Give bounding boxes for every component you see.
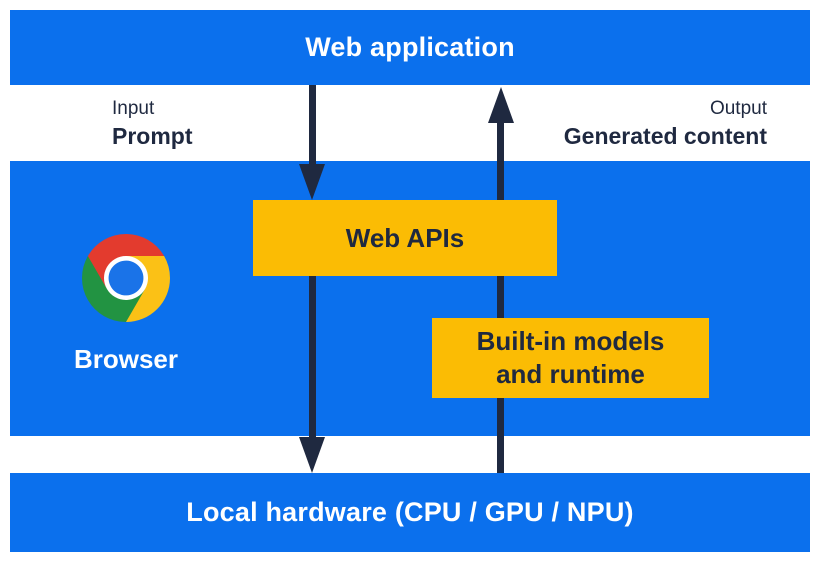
arrow-down-upper-line xyxy=(309,85,316,167)
local-hardware-title: Local hardware (CPU / GPU / NPU) xyxy=(186,497,634,527)
web-application-band: Web application xyxy=(10,10,810,85)
builtin-models-box: Built-in models and runtime xyxy=(432,318,709,398)
input-label: Prompt xyxy=(112,123,193,149)
builtin-models-label-line1: Built-in models xyxy=(476,326,665,356)
web-apis-box: Web APIs xyxy=(253,200,557,276)
input-caption: Input xyxy=(112,98,155,119)
chrome-icon-red-segment xyxy=(87,234,165,290)
arrow-down-lower-head xyxy=(299,437,325,473)
chrome-icon-blue-center xyxy=(108,260,144,296)
chrome-icon-yellow-segment xyxy=(125,254,170,322)
web-apis-label: Web APIs xyxy=(345,222,465,253)
arrow-up-line xyxy=(497,118,504,473)
local-hardware-band: Local hardware (CPU / GPU / NPU) xyxy=(10,473,810,552)
builtin-models-label-line2: and runtime xyxy=(496,359,645,389)
output-caption: Output xyxy=(709,98,767,119)
chrome-icon xyxy=(82,234,170,322)
output-flow-labels: Output Generated content xyxy=(564,96,767,150)
web-application-title: Web application xyxy=(305,32,515,62)
arrow-up-head xyxy=(488,87,514,123)
output-label: Generated content xyxy=(563,123,767,149)
browser-label: Browser xyxy=(73,344,179,374)
arrow-down-upper-head xyxy=(299,164,325,200)
arrow-down-lower-line xyxy=(309,276,316,440)
input-flow-labels: Input Prompt xyxy=(112,96,193,150)
